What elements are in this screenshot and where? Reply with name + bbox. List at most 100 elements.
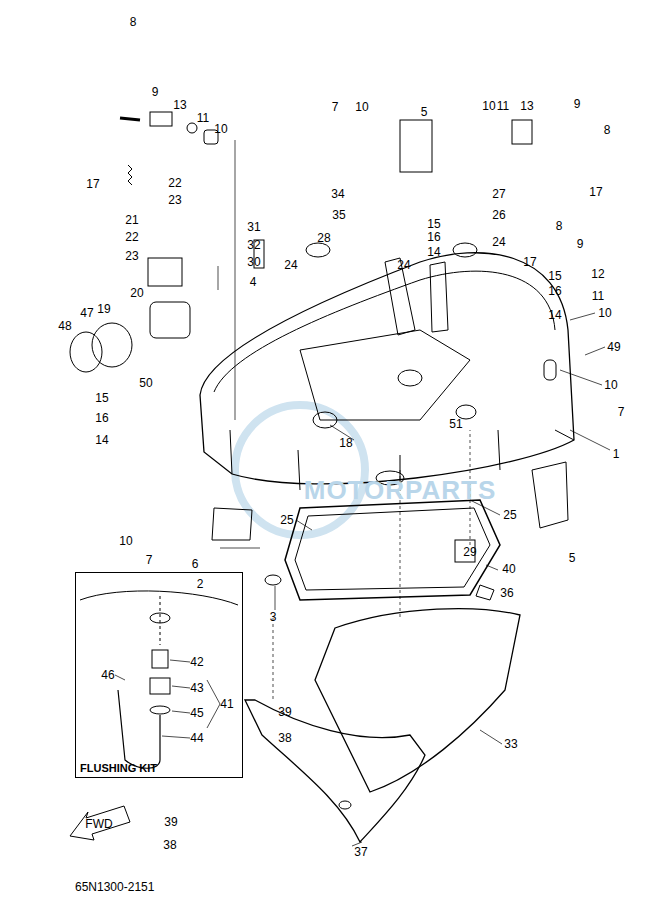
latch-boss [544, 360, 556, 380]
callout-number: 14 [427, 246, 440, 259]
cowling-floor [300, 330, 470, 420]
bolt-hole [339, 801, 351, 809]
lower-cover [315, 609, 520, 792]
lever [148, 258, 182, 286]
bottom-cowling [200, 253, 574, 484]
callout-number: 29 [463, 546, 476, 559]
callout-number: 26 [492, 209, 505, 222]
callout-number: 8 [556, 220, 563, 233]
callout-number: 9 [152, 86, 159, 99]
direction-label: FWD [85, 818, 112, 831]
callout-number: 7 [146, 554, 153, 567]
flush-adapter [152, 650, 168, 668]
flush-hose [118, 690, 160, 768]
callout-number: 11 [197, 112, 209, 125]
leader-line [560, 313, 602, 385]
side-panel [245, 700, 425, 842]
callout-number: 27 [492, 188, 505, 201]
callout-number: 6 [192, 558, 199, 571]
callout-number: 36 [500, 587, 513, 600]
cap [476, 585, 494, 600]
callout-number: 14 [95, 434, 108, 447]
callout-number: 7 [618, 406, 625, 419]
callout-number: 5 [569, 552, 576, 565]
callout-number: 37 [354, 846, 367, 859]
bracket [430, 262, 448, 332]
callout-number: 34 [331, 188, 344, 201]
leader-lines [115, 140, 610, 846]
callout-number: 10 [482, 100, 495, 113]
leader-line [296, 520, 312, 530]
leader-line [585, 347, 605, 355]
callout-number: 8 [130, 16, 137, 29]
callout-number: 46 [101, 669, 114, 682]
bracket-41 [207, 680, 220, 728]
grommet [453, 243, 477, 257]
callout-number: 1 [613, 448, 620, 461]
callout-number: 41 [220, 698, 233, 711]
clip [150, 706, 170, 714]
callout-number: 38 [163, 839, 176, 852]
callout-number: 18 [339, 437, 352, 450]
callout-number: 16 [95, 412, 108, 425]
latch-hook [150, 112, 172, 126]
callout-number: 11 [497, 100, 509, 113]
hose-band [92, 323, 132, 367]
leader-line [480, 730, 502, 744]
callout-number: 4 [250, 276, 257, 289]
cowling-rim [214, 271, 555, 392]
callout-number: 25 [503, 509, 516, 522]
callout-number: 13 [520, 100, 533, 113]
callout-number: 43 [190, 682, 203, 695]
callout-number: 16 [427, 231, 440, 244]
fwd-arrow [70, 806, 130, 840]
callout-number: 21 [125, 214, 138, 227]
callout-number: 30 [247, 256, 260, 269]
callout-number: 10 [355, 101, 368, 114]
callout-number: 22 [168, 177, 181, 190]
callout-number: 39 [278, 706, 291, 719]
rubber-seal-inner [295, 508, 490, 590]
grommet-hole [313, 412, 337, 428]
callout-number: 44 [190, 732, 203, 745]
callout-number: 17 [523, 256, 536, 269]
callout-number: 42 [190, 656, 203, 669]
callout-number: 14 [548, 309, 561, 322]
callout-number: 2 [197, 578, 204, 591]
spring [128, 165, 132, 185]
watermark: MOTORPARTS [304, 476, 496, 504]
clip-5 [532, 462, 568, 528]
callout-number: 38 [278, 732, 291, 745]
callout-number: 16 [548, 285, 561, 298]
callout-number: 28 [317, 232, 330, 245]
callout-number: 8 [604, 124, 611, 137]
callout-number: 31 [247, 221, 260, 234]
leader-line [275, 586, 276, 610]
clamp [70, 332, 102, 372]
callout-number: 10 [598, 307, 611, 320]
callout-number: 33 [504, 738, 517, 751]
inset-box: FLUSHING KIT [75, 572, 243, 778]
bolt [120, 118, 140, 120]
callout-number: 45 [190, 707, 203, 720]
leader-line [218, 140, 235, 420]
callout-number: 47 [80, 307, 93, 320]
callout-number: 40 [502, 563, 515, 576]
callout-number: 15 [427, 218, 440, 231]
plug [265, 575, 281, 585]
callout-number: 49 [607, 341, 620, 354]
callout-number: 9 [577, 238, 584, 251]
callout-number: 24 [284, 259, 297, 272]
flush-cap [150, 678, 170, 694]
center-line [160, 596, 161, 645]
callout-number: 10 [214, 123, 227, 136]
grommet [306, 243, 330, 257]
callout-number: 10 [119, 535, 132, 548]
callout-number: 7 [332, 101, 339, 114]
leader-line [115, 660, 190, 738]
leader-line [220, 548, 260, 549]
washer [187, 123, 197, 133]
callout-number: 15 [548, 270, 561, 283]
callout-number: 15 [95, 392, 108, 405]
